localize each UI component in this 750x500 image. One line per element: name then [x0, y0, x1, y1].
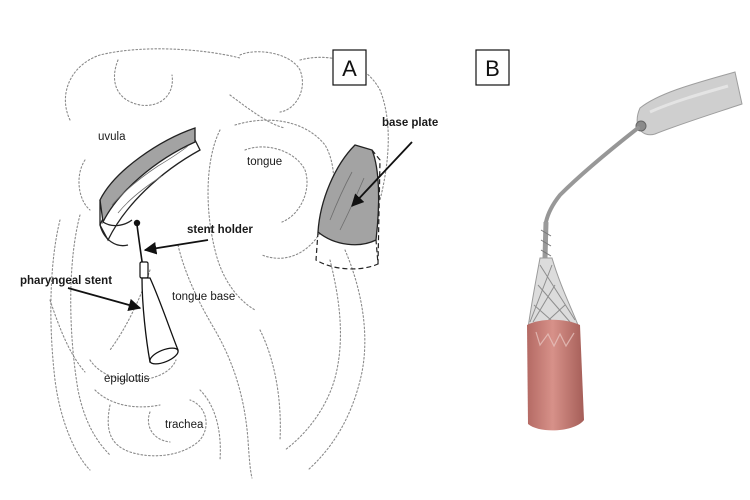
- panel-a-letter: A: [342, 56, 357, 81]
- panel-b-letter-box: [475, 49, 510, 86]
- anatomy-outlines: [49, 48, 389, 479]
- annotation-arrows: [67, 141, 413, 312]
- panel-a-letter-box: [332, 49, 367, 86]
- label-base-plate: base plate: [382, 117, 438, 129]
- arrow-pharyngeal-stent: [67, 287, 142, 312]
- base-plate-right: [315, 144, 381, 270]
- panel-b-photo: B: [475, 49, 743, 431]
- holder-grip: [636, 71, 743, 136]
- label-uvula: uvula: [98, 131, 126, 143]
- arrow-base-plate: [351, 141, 413, 207]
- pharyngeal-stent: [141, 277, 179, 365]
- label-trachea: trachea: [165, 419, 204, 431]
- panel-a-drawing: uvula tongue base plate stent holder pha…: [20, 48, 438, 479]
- label-epiglottis: epiglottis: [104, 373, 150, 385]
- base-plate-left: [99, 127, 201, 247]
- stent-tube: [527, 319, 584, 431]
- label-pharyngeal-stent: pharyngeal stent: [20, 275, 112, 287]
- label-tongue-base: tongue base: [172, 291, 235, 303]
- stent-mesh: [527, 257, 579, 329]
- arrow-stent-holder: [143, 239, 209, 255]
- label-stent-holder: stent holder: [187, 224, 253, 236]
- holder-rod: [544, 126, 640, 224]
- label-tongue: tongue: [247, 156, 282, 168]
- stent-holder-wire: [133, 219, 149, 279]
- panel-b-letter: B: [485, 56, 500, 81]
